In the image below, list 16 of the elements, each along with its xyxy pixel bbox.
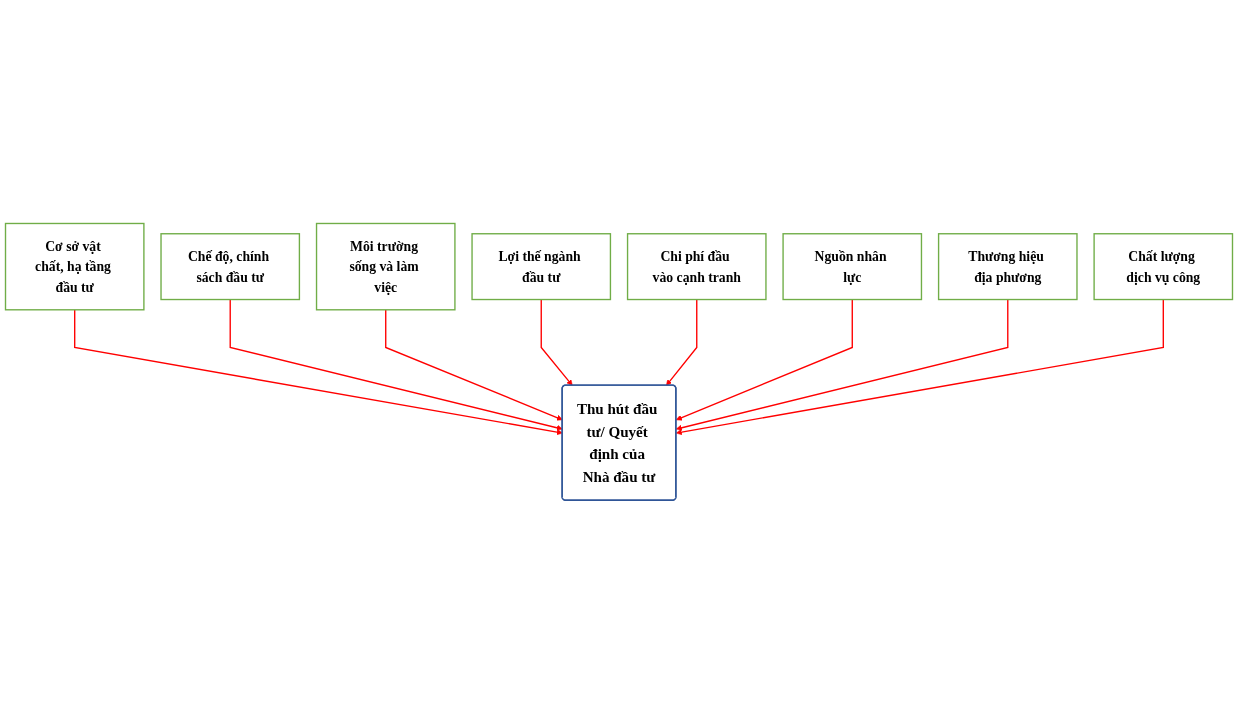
node-box: Cơ sở vật chất, hạ tầng đầu tư: [4, 222, 145, 311]
arrow: [385, 309, 563, 421]
node-box: Môi trường sống và làm việc: [315, 222, 456, 311]
node-box: Chất lượng dịch vụ công: [1093, 233, 1234, 301]
node-box: Lợi thế ngành đầu tư: [471, 233, 612, 301]
arrow: [675, 298, 1009, 431]
arrow: [675, 298, 1164, 436]
node-box: Chế độ, chính sách đầu tư: [160, 233, 301, 301]
arrow: [74, 309, 563, 436]
node-box: Nguồn nhân lực: [782, 233, 923, 301]
arrow: [540, 298, 573, 386]
arrow: [229, 298, 563, 431]
node-box: Chi phí đầu vào cạnh tranh: [626, 233, 767, 301]
arrow: [675, 298, 853, 421]
node-box: Thương hiệu địa phương: [937, 233, 1078, 301]
arrow: [666, 298, 698, 386]
